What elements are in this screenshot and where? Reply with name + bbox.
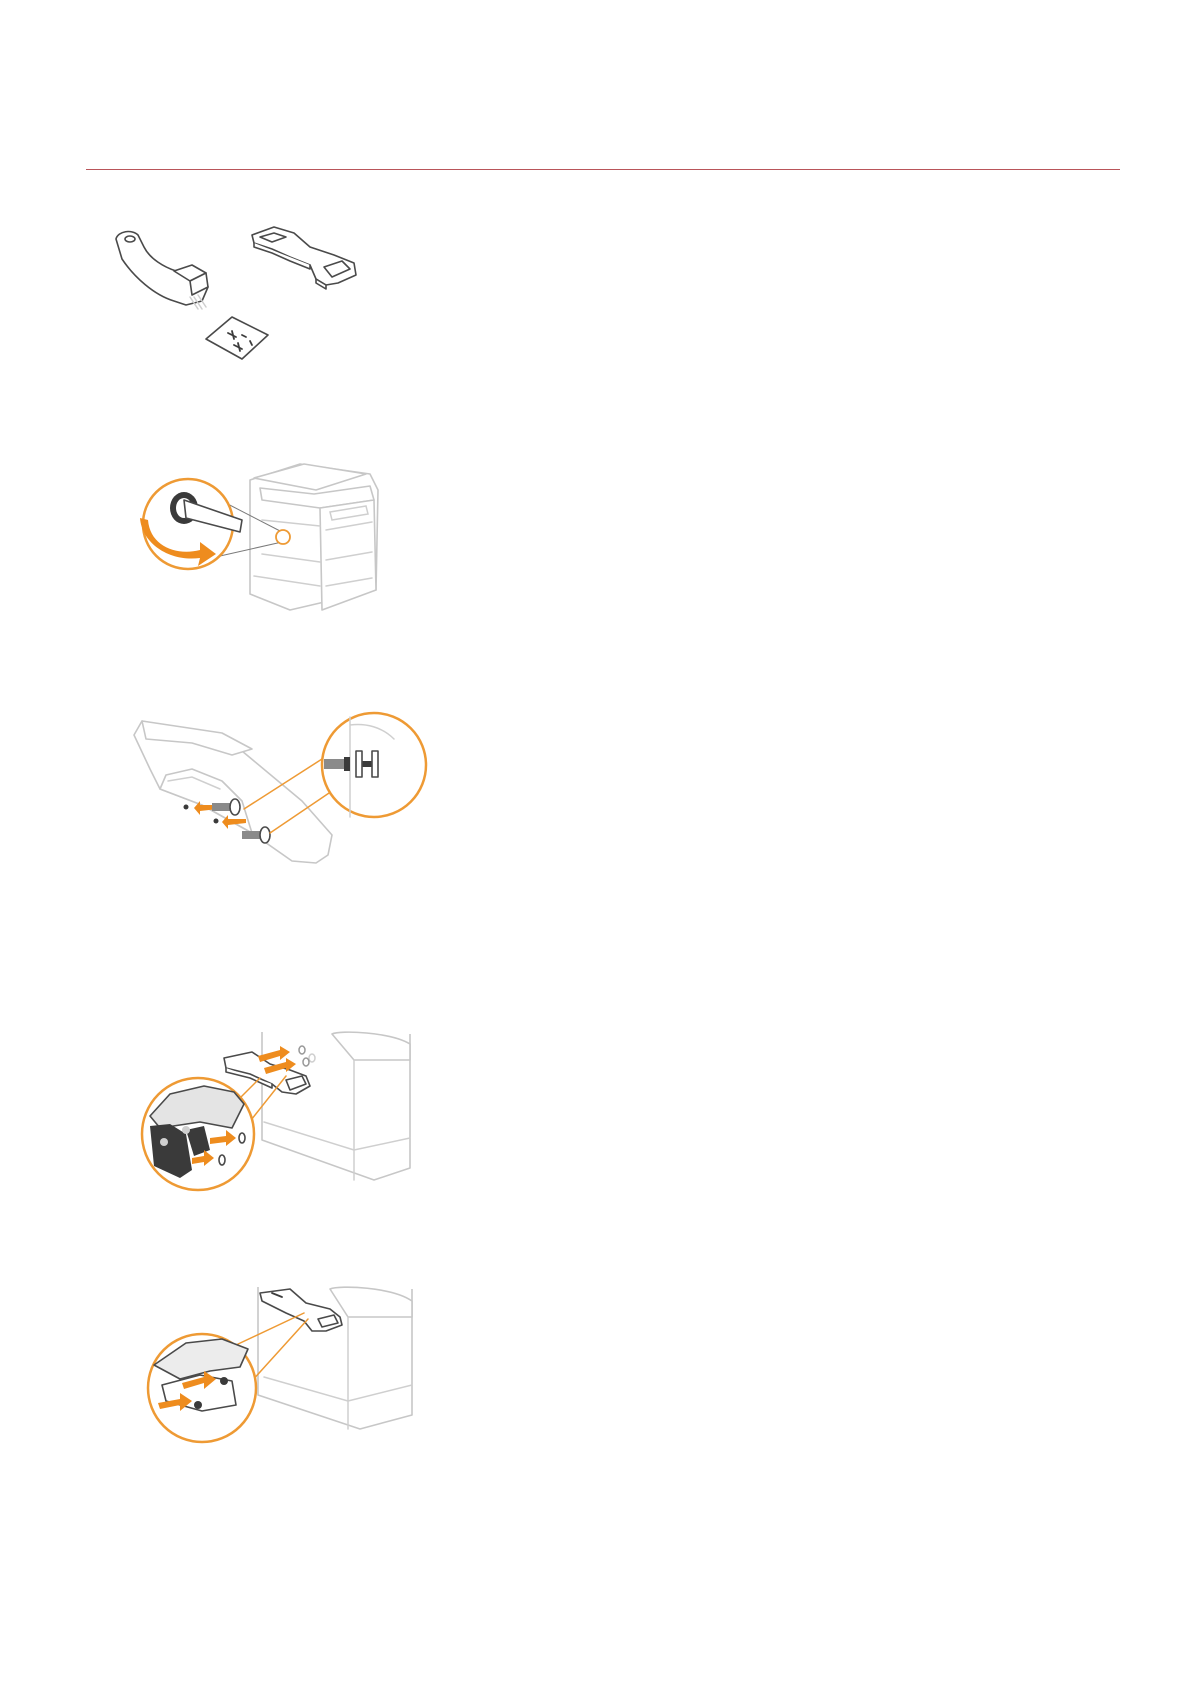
- handset-holder-icon: [252, 227, 356, 289]
- zoom-callout-icon: [140, 479, 242, 569]
- handset-icon: [116, 232, 208, 309]
- figure-attach-handset-to-holder: [140, 1030, 420, 1200]
- figure-fasten-holder-to-machine: [140, 1285, 420, 1445]
- zoom-callout-icon: [322, 713, 426, 817]
- screws-bag-icon: [206, 317, 268, 359]
- handset-underside-icon: [134, 721, 332, 863]
- zoom-callout-icon: [148, 1334, 256, 1442]
- figure-package-contents: [110, 225, 370, 385]
- header-rule: [86, 169, 1120, 170]
- zoom-callout-icon: [142, 1078, 254, 1190]
- machine-icon: [250, 464, 378, 610]
- figure-insert-screws-in-handset: [132, 705, 432, 885]
- figure-remove-hole-caps: [140, 460, 420, 620]
